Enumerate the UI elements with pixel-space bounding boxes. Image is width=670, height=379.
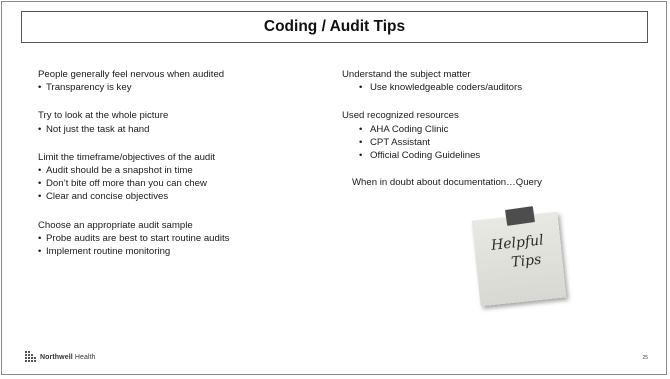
slide-title: Coding / Audit Tips xyxy=(21,11,648,43)
tip-bullet: •AHA Coding Clinic xyxy=(359,123,449,135)
tip-group-subject-matter: Understand the subject matter •Use knowl… xyxy=(342,68,642,94)
tip-bullet: •Audit should be a snapshot in time xyxy=(38,165,193,177)
northwell-logo-icon xyxy=(25,351,36,362)
tip-group-timeframe: Limit the timeframe/objectives of the au… xyxy=(38,151,308,204)
bullet-icon: • xyxy=(38,191,42,203)
tip-bullet: •Not just the task at hand xyxy=(38,123,150,135)
bullet-icon: • xyxy=(359,82,363,94)
tip-heading: Limit the timeframe/objectives of the au… xyxy=(38,151,216,163)
tip-bullet: •Official Coding Guidelines xyxy=(359,150,481,162)
northwell-health-logo: Northwell Health xyxy=(25,350,96,364)
tip-bullet: •CPT Assistant xyxy=(359,136,431,148)
tip-heading: Choose an appropriate audit sample xyxy=(38,219,193,231)
bullet-icon: • xyxy=(38,232,42,244)
right-column: Understand the subject matter •Use knowl… xyxy=(342,68,642,189)
page-number: 25 xyxy=(642,355,648,361)
tip-bullet: •Don’t bite off more than you can chew xyxy=(38,178,207,190)
tip-group-sample: Choose an appropriate audit sample •Prob… xyxy=(38,219,308,259)
bullet-icon: • xyxy=(38,246,42,258)
tip-heading: Try to look at the whole picture xyxy=(38,110,169,122)
tip-heading: People generally feel nervous when audit… xyxy=(38,69,225,80)
tip-heading: Used recognized resources xyxy=(342,110,459,122)
tip-sub-list: •Use knowledgeable coders/auditors xyxy=(342,81,642,94)
sticky-note-text: Helpful Tips xyxy=(474,230,564,277)
bullet-icon: • xyxy=(359,136,363,148)
tip-bullet: •Use knowledgeable coders/auditors xyxy=(359,82,522,94)
bullet-icon: • xyxy=(38,123,42,135)
left-column: People generally feel nervous when audit… xyxy=(38,68,308,273)
tip-sub-list: •AHA Coding Clinic •CPT Assistant •Offic… xyxy=(342,123,642,163)
bullet-icon: • xyxy=(38,165,42,177)
logo-text: Northwell Health xyxy=(40,353,96,361)
tip-bullet: •Implement routine monitoring xyxy=(38,246,171,258)
bullet-icon: • xyxy=(38,178,42,190)
query-note: When in doubt about documentation…Query xyxy=(352,177,542,189)
tip-bullet: •Transparency is key xyxy=(38,82,132,94)
bullet-icon: • xyxy=(38,82,42,94)
bullet-icon: • xyxy=(359,123,363,135)
bullet-icon: • xyxy=(359,150,363,162)
tip-group-resources: Used recognized resources •AHA Coding Cl… xyxy=(342,109,642,162)
tip-group-nervous: People generally feel nervous when audit… xyxy=(38,68,308,94)
tip-bullet: •Clear and concise objectives xyxy=(38,191,169,203)
sticky-note-paper: Helpful Tips xyxy=(471,211,567,307)
helpful-tips-sticky-note: Helpful Tips xyxy=(468,198,586,310)
tip-bullet: •Probe audits are best to start routine … xyxy=(38,232,230,244)
tip-group-whole-picture: Try to look at the whole picture •Not ju… xyxy=(38,109,308,135)
tip-heading: Understand the subject matter xyxy=(342,69,471,80)
